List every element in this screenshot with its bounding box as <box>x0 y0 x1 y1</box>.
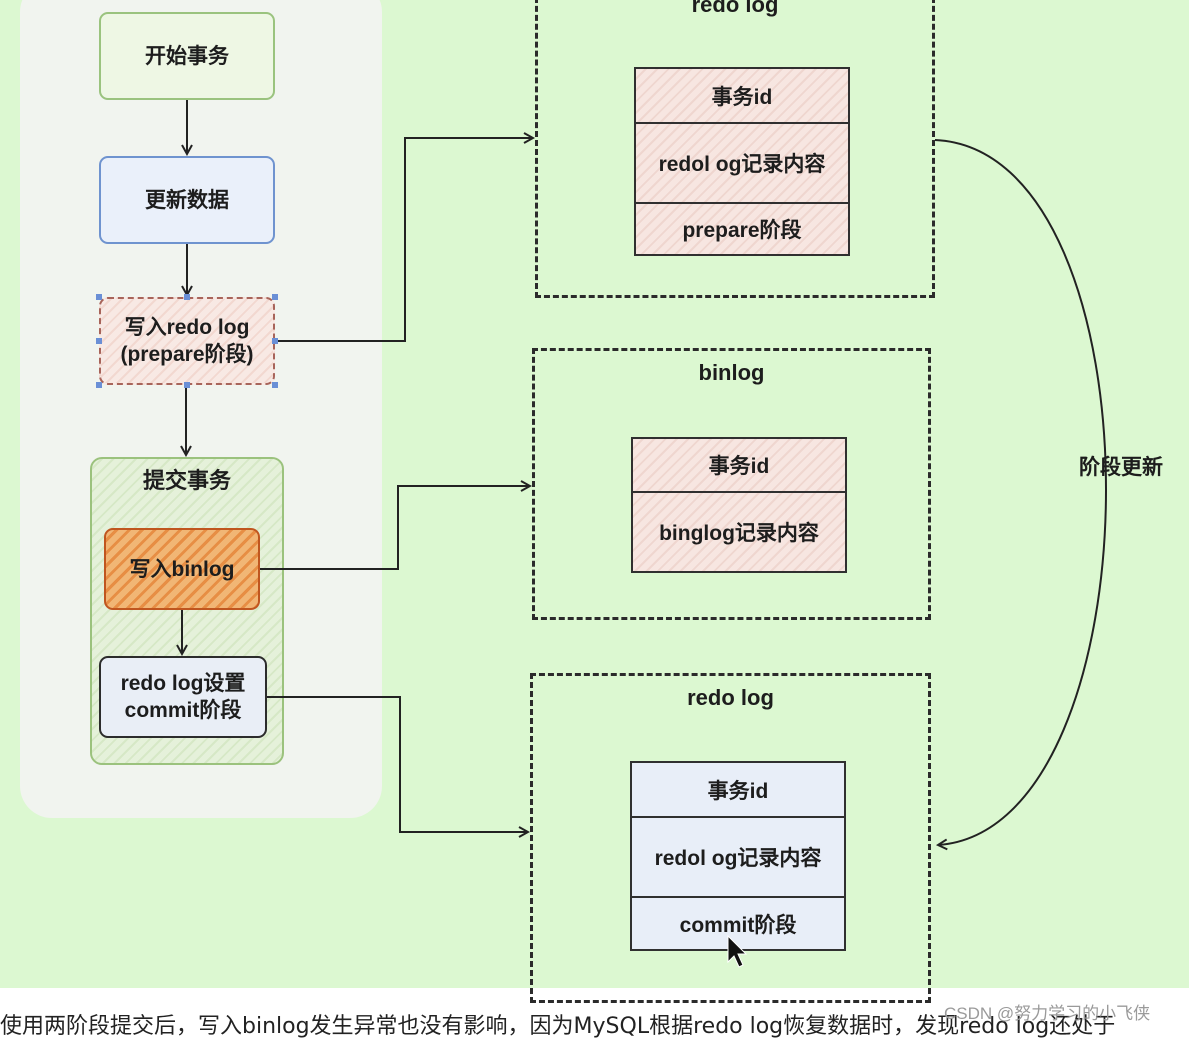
binlog-box <box>532 348 931 620</box>
redo-bottom-row-txid: 事务id <box>632 763 844 818</box>
update-data-node: 更新数据 <box>99 156 275 244</box>
redo-log-bottom-title: redo log <box>687 685 774 710</box>
redo-top-row-content: redol og记录内容 <box>636 124 848 204</box>
binlog-table: 事务id binglog记录内容 <box>631 437 847 573</box>
redo-log-top-title: redo log <box>691 0 779 17</box>
phase-update-label: 阶段更新 <box>1079 456 1163 479</box>
arrow-phase-update-curve <box>934 139 1107 845</box>
connector-arrows <box>96 100 1107 968</box>
selection-handle <box>96 294 102 300</box>
redo-log-top-box <box>535 0 935 298</box>
binlog-row-txid: 事务id <box>633 439 845 493</box>
diagram-canvas: 开始事务 更新数据 写入redo log (prepare阶段) 提交事务 写入… <box>0 0 1189 1003</box>
selection-handle <box>272 382 278 388</box>
redo-top-row-phase: prepare阶段 <box>682 219 802 242</box>
redo-log-bottom-box <box>530 673 931 1003</box>
selection-handle <box>96 338 102 344</box>
redo-bottom-row-content: redol og记录内容 <box>632 818 844 898</box>
redo-top-row-txid: 事务id <box>636 69 848 124</box>
selection-handle <box>184 382 190 388</box>
binlog-title: binlog <box>698 360 765 385</box>
write-binlog-node: 写入binlog <box>104 528 260 610</box>
commit-transaction-title: 提交事务 <box>142 468 231 493</box>
arrow-commit-to-redo-box <box>267 696 528 832</box>
arrow-binlog-to-binlog-box <box>260 486 530 570</box>
arrow-redo-prepare-to-redo-box <box>275 138 533 342</box>
redo-commit-label-line1: redo log设置 <box>120 672 246 695</box>
redo-log-top-table: 事务id redol og记录内容 prepare阶段 <box>634 67 850 256</box>
prepare-phase-label: (prepare阶段) <box>120 343 254 366</box>
selection-handle <box>184 294 190 300</box>
selection-handle <box>96 382 102 388</box>
start-transaction-node: 开始事务 <box>99 12 275 100</box>
redo-bottom-row-phase: commit阶段 <box>679 913 797 937</box>
start-transaction-label: 开始事务 <box>145 44 229 68</box>
redo-commit-label-line2: commit阶段 <box>124 699 242 722</box>
selection-handle <box>272 338 278 344</box>
watermark: CSDN @努力学习的小飞侠 <box>944 1004 1151 1023</box>
selection-handle <box>272 294 278 300</box>
write-binlog-label: 写入binlog <box>129 557 235 581</box>
update-data-label: 更新数据 <box>145 188 229 212</box>
write-redo-label: 写入redo log <box>124 316 250 339</box>
redo-commit-node: redo log设置 commit阶段 <box>99 656 267 738</box>
binlog-row-content: binglog记录内容 <box>659 522 819 545</box>
mouse-cursor-icon <box>727 934 748 968</box>
